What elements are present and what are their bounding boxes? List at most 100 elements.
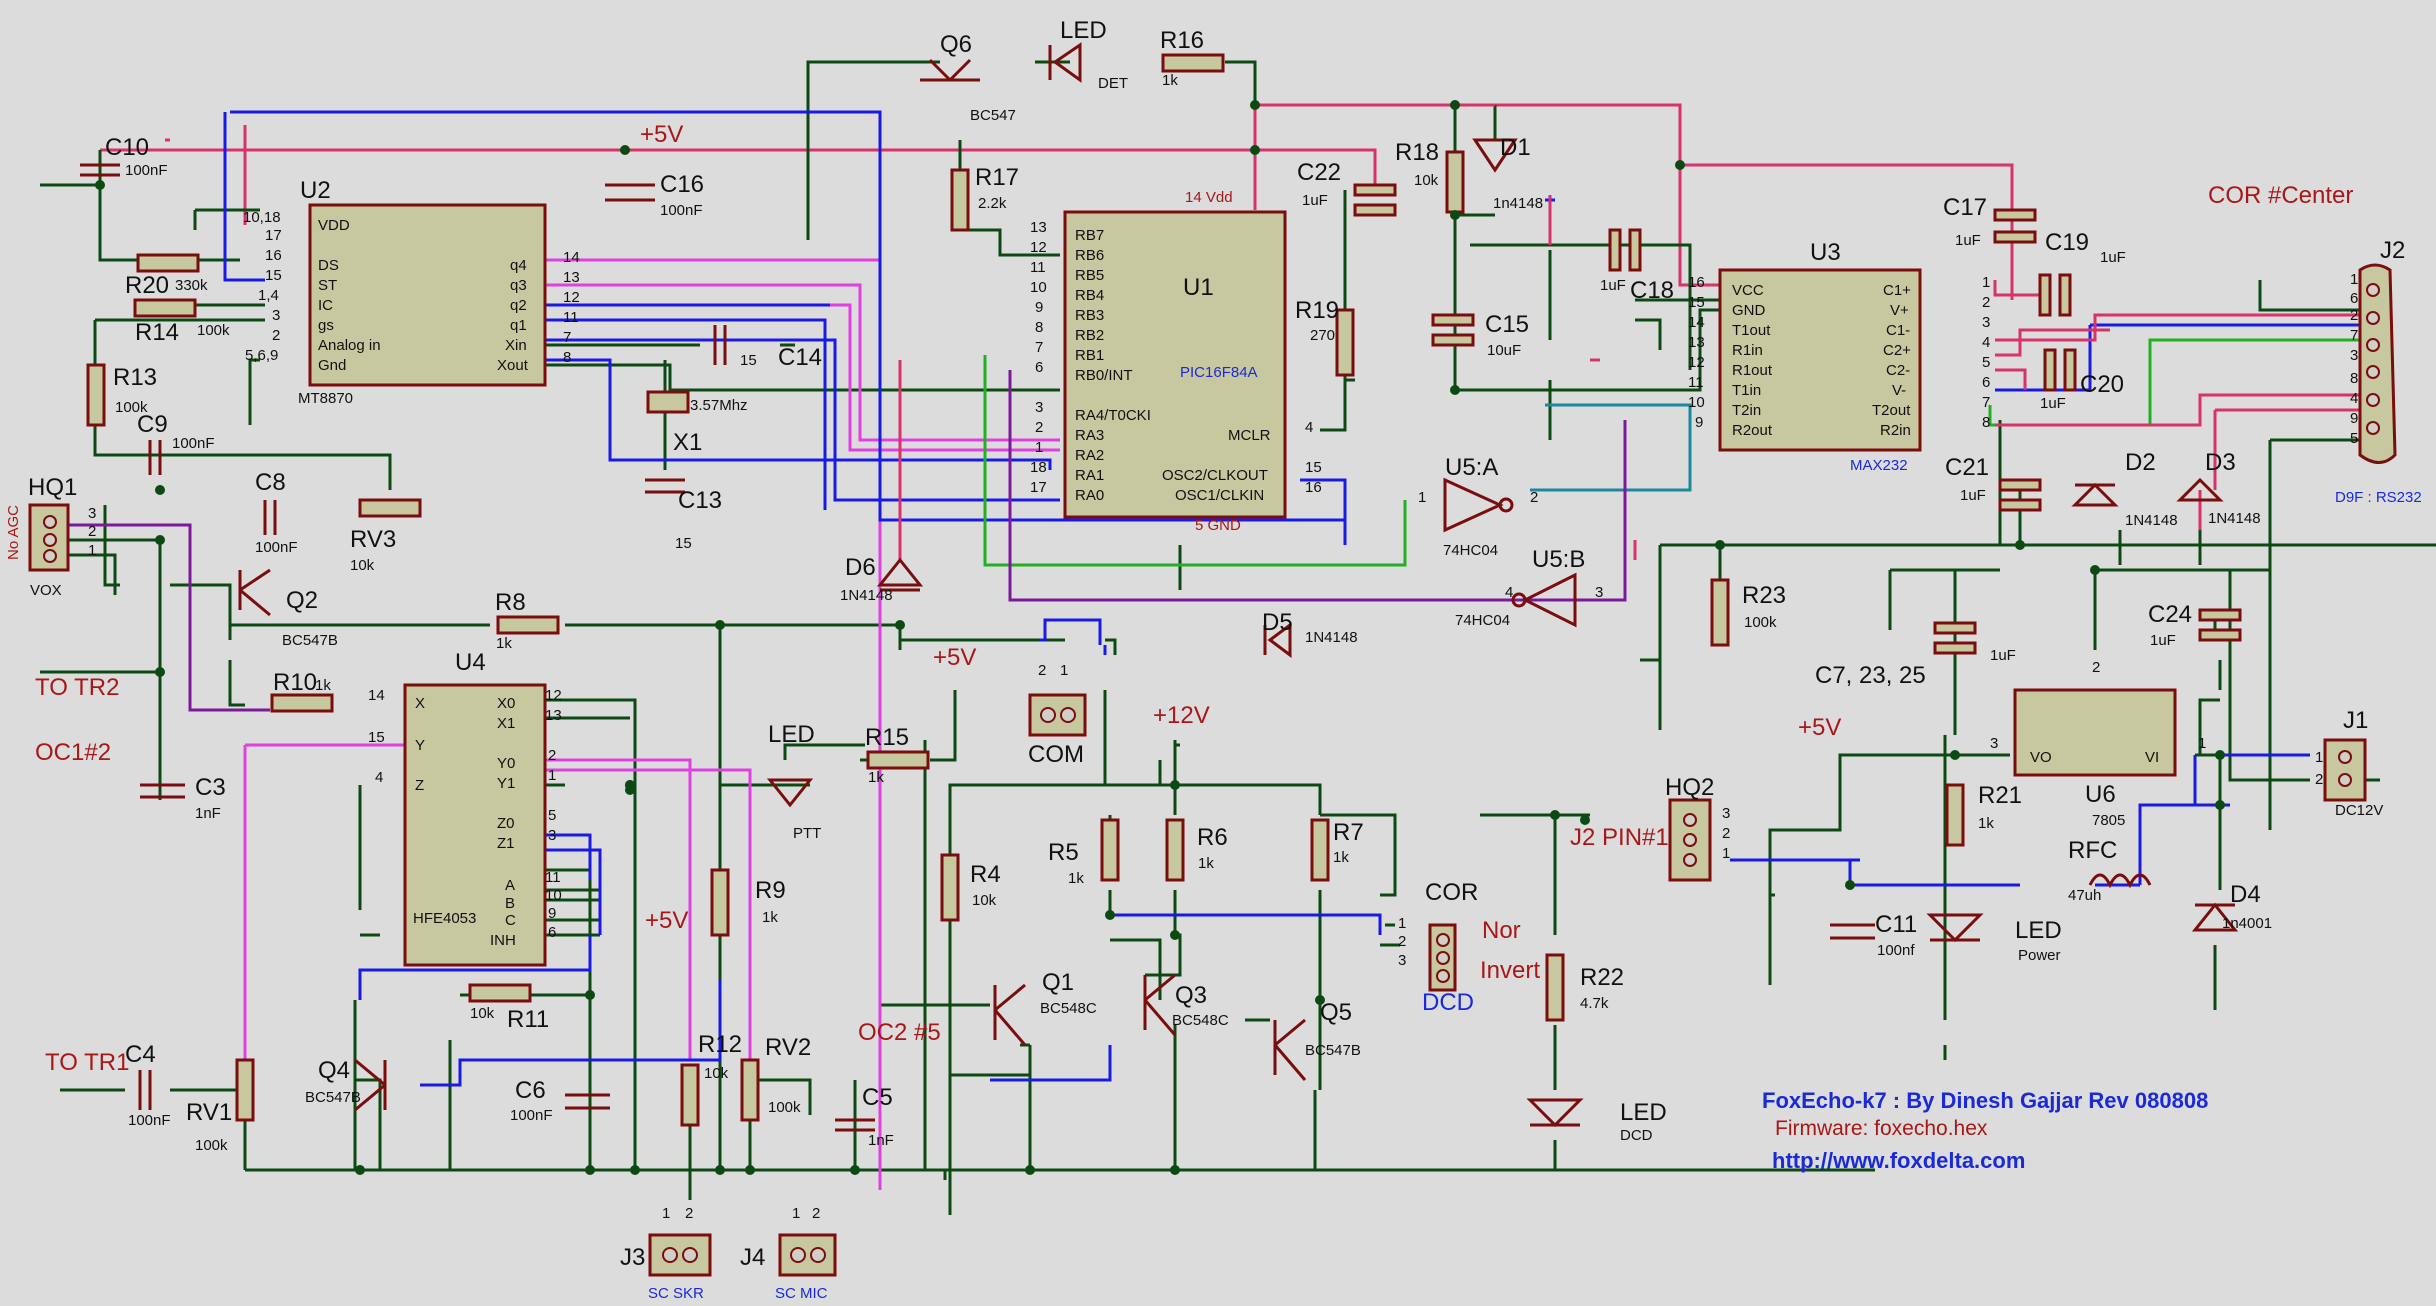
- u4-pin-x0: X0: [497, 695, 515, 712]
- capacitor-c24: [2198, 608, 2242, 622]
- u2-pin-q3: q3: [510, 277, 527, 294]
- rv3-label: RV3: [350, 526, 396, 553]
- resistor-r21: [1945, 783, 1965, 847]
- u2-pn-q2: 12: [563, 289, 580, 306]
- u6-pin-vo: VO: [2030, 749, 2052, 766]
- inverter-u5b: [1521, 572, 1577, 628]
- u1-pn-17: 17: [1030, 479, 1047, 496]
- chip-u6: [2013, 688, 2177, 777]
- u3-pin-vcc: VCC: [1732, 282, 1764, 299]
- u1-pin-rb5: RB5: [1075, 267, 1104, 284]
- hq1-pn-1: 1: [88, 542, 96, 559]
- u3-pn-13: 13: [1688, 334, 1705, 351]
- transistor-q1: [993, 983, 1027, 1046]
- r20-value: 330k: [175, 277, 208, 294]
- rv2-value: 100k: [768, 1099, 801, 1116]
- com-pn-1: 1: [1060, 662, 1068, 679]
- u4-pin-y0: Y0: [497, 755, 515, 772]
- r15-value: 1k: [868, 769, 884, 786]
- cor-nor-label: Nor: [1482, 917, 1521, 944]
- j2-pn-6: 6: [2350, 290, 2358, 307]
- transistor-q4: [354, 1058, 387, 1112]
- led-det-value: DET: [1098, 75, 1128, 92]
- u1-pin-rb6: RB6: [1075, 247, 1104, 264]
- c8-value: 100nF: [255, 539, 298, 556]
- r13-label: R13: [113, 364, 157, 391]
- r21-value: 1k: [1978, 815, 1994, 832]
- c6-value: 100nF: [510, 1107, 553, 1124]
- u5a-label: U5:A: [1445, 454, 1498, 481]
- x1-value: 3.57Mhz: [690, 397, 748, 414]
- u4-pn-2: 2: [548, 747, 556, 764]
- hq1-vox-label: VOX: [30, 582, 62, 599]
- com-pn-2: 2: [1038, 662, 1046, 679]
- q6-value: BC547: [970, 107, 1016, 124]
- u3-pin-vp: V+: [1890, 302, 1909, 319]
- led-dcd-label: LED: [1620, 1099, 1667, 1126]
- u1-pn-9: 9: [1035, 299, 1043, 316]
- d5-label: D5: [1262, 609, 1293, 636]
- resistor-r7: [1310, 818, 1330, 882]
- j4-pn-1: 1: [792, 1205, 800, 1222]
- u3-pin-vm: V-: [1892, 382, 1906, 399]
- c19-label: C19: [2045, 229, 2089, 256]
- cor-pn-1: 1: [1398, 915, 1406, 932]
- u2-pin-analog-in: Analog in: [318, 337, 381, 354]
- connector-com: [1028, 693, 1087, 737]
- chip-u4: [403, 683, 547, 967]
- q2-value: BC547B: [282, 632, 338, 649]
- u3-pn-14: 14: [1688, 314, 1705, 331]
- u4-pin-y: Y: [415, 737, 425, 754]
- capacitor-c11: [1830, 923, 1875, 940]
- v12-label: +12V: [1153, 702, 1210, 729]
- hq1-label: HQ1: [28, 474, 77, 501]
- u2-pin-q2: q2: [510, 297, 527, 314]
- resistor-r4: [940, 853, 960, 922]
- c9-value: 100nF: [172, 435, 215, 452]
- u2-pn-2: 2: [272, 327, 280, 344]
- r8-value: 1k: [496, 635, 512, 652]
- resistor-r16: [1161, 53, 1225, 73]
- d3-value: 1N4148: [2208, 510, 2261, 527]
- u3-pn-5: 5: [1982, 354, 1990, 371]
- d1-value: 1n4148: [1493, 195, 1543, 212]
- rfc-value: 47uh: [2068, 887, 2101, 904]
- r10-label: R10: [273, 669, 317, 696]
- cor-pn-2: 2: [1398, 933, 1406, 950]
- c16-value: 100nF: [660, 202, 703, 219]
- rv2-label: RV2: [765, 1034, 811, 1061]
- j3-part: SC SKR: [648, 1285, 704, 1302]
- u2-pin-xout: Xout: [497, 357, 529, 374]
- oc2-label: OC2 #5: [858, 1019, 941, 1046]
- c11-value: 100nf: [1877, 942, 1915, 959]
- r18-label: R18: [1395, 139, 1439, 166]
- u3-label: U3: [1810, 239, 1841, 266]
- u1-pin-osc1: OSC1/CLKIN: [1175, 487, 1264, 504]
- u1-pin-ra3: RA3: [1075, 427, 1104, 444]
- r16-label: R16: [1160, 27, 1204, 54]
- u4-pin-b: B: [505, 895, 515, 912]
- vcc-label-top: +5V: [640, 121, 683, 148]
- capacitor-c15: [1431, 313, 1475, 327]
- r15-label: R15: [865, 724, 909, 751]
- c13-value: 15: [675, 535, 692, 552]
- c20-value: 1uF: [2040, 395, 2066, 412]
- j2-pn-8: 8: [2350, 370, 2358, 387]
- cor-center-label: COR #Center: [2208, 182, 2353, 209]
- c15-value: 10uF: [1487, 342, 1521, 359]
- resistor-r9: [710, 868, 730, 937]
- vcc-label-r15: +5V: [933, 644, 976, 671]
- vcc-label-u6: +5V: [1798, 714, 1841, 741]
- inverter-u5a: [1443, 477, 1504, 533]
- cor-pn-3: 3: [1398, 952, 1406, 969]
- capacitor-c21: [1998, 478, 2042, 492]
- u6-pn-1: 1: [2198, 735, 2206, 752]
- j4-part: SC MIC: [775, 1285, 828, 1302]
- c14-value: 15: [740, 352, 757, 369]
- u1-pin-rb7: RB7: [1075, 227, 1104, 244]
- d6-label: D6: [845, 554, 876, 581]
- firmware-label: Firmware: foxecho.hex: [1775, 1117, 1988, 1140]
- r8-label: R8: [495, 589, 526, 616]
- c22-label: C22: [1297, 159, 1341, 186]
- hq2-pn-2: 2: [1722, 825, 1730, 842]
